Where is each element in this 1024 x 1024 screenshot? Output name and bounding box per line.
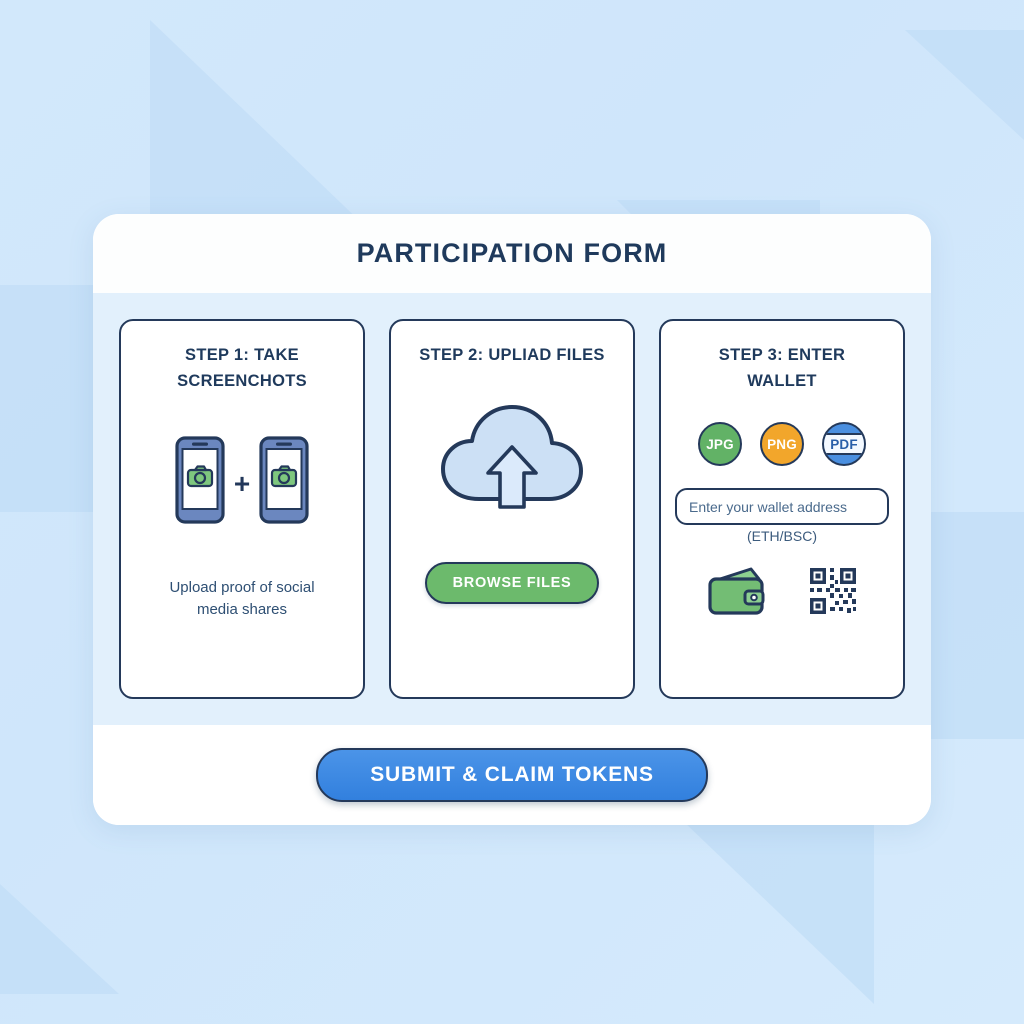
participation-form-panel: PARTICIPATION FORM STEP 1: TAKE SCREENCH… <box>93 214 931 825</box>
wallet-icons-group <box>675 566 889 621</box>
format-badge-pdf[interactable]: PDF <box>822 422 866 467</box>
plus-separator: + <box>233 467 251 499</box>
step-card-upload-files[interactable]: STEP 2: UPLIAD FILES BROWSE FILES <box>389 319 635 699</box>
submit-claim-tokens-button[interactable]: SUBMIT & CLAIM TOKENS <box>316 748 708 802</box>
qr-code-icon <box>808 566 858 621</box>
file-format-badges: JPG PNG PDF <box>698 422 866 467</box>
format-badge-png-label: PNG <box>767 436 797 452</box>
format-badge-pdf-label: PDF <box>830 436 858 452</box>
step-2-title: STEP 2: UPLIAD FILES <box>419 346 605 364</box>
format-badge-png[interactable]: PNG <box>760 422 804 467</box>
panel-header: PARTICIPATION FORM <box>93 214 931 293</box>
step-card-take-screenshots[interactable]: STEP 1: TAKE SCREENCHOTS + <box>119 319 365 699</box>
phone-icons-group: + <box>175 436 309 529</box>
panel-footer: SUBMIT & CLAIM TOKENS <box>93 725 931 825</box>
step-card-enter-wallet[interactable]: STEP 3: ENTER WALLET JPG PNG PDF (ETH/BS… <box>659 319 905 699</box>
wallet-icon <box>707 566 769 621</box>
browse-files-button[interactable]: BROWSE FILES <box>424 561 600 604</box>
format-badge-jpg-label: JPG <box>706 436 734 452</box>
wallet-address-input[interactable] <box>675 488 889 526</box>
step-3-title: STEP 3: ENTER WALLET <box>718 346 846 390</box>
cloud-upload-icon <box>439 403 585 524</box>
chain-note: (ETH/BSC) <box>747 528 817 545</box>
phone-camera-icon <box>259 436 309 529</box>
step-1-title: STEP 1: TAKE SCREENCHOTS <box>177 346 307 390</box>
phone-camera-icon <box>175 436 225 529</box>
step-1-caption: Upload proof of social media shares <box>169 579 315 618</box>
steps-container: STEP 1: TAKE SCREENCHOTS + <box>93 293 931 725</box>
page-title: PARTICIPATION FORM <box>356 238 668 268</box>
format-badge-jpg[interactable]: JPG <box>698 422 742 467</box>
pdf-band <box>824 433 864 456</box>
